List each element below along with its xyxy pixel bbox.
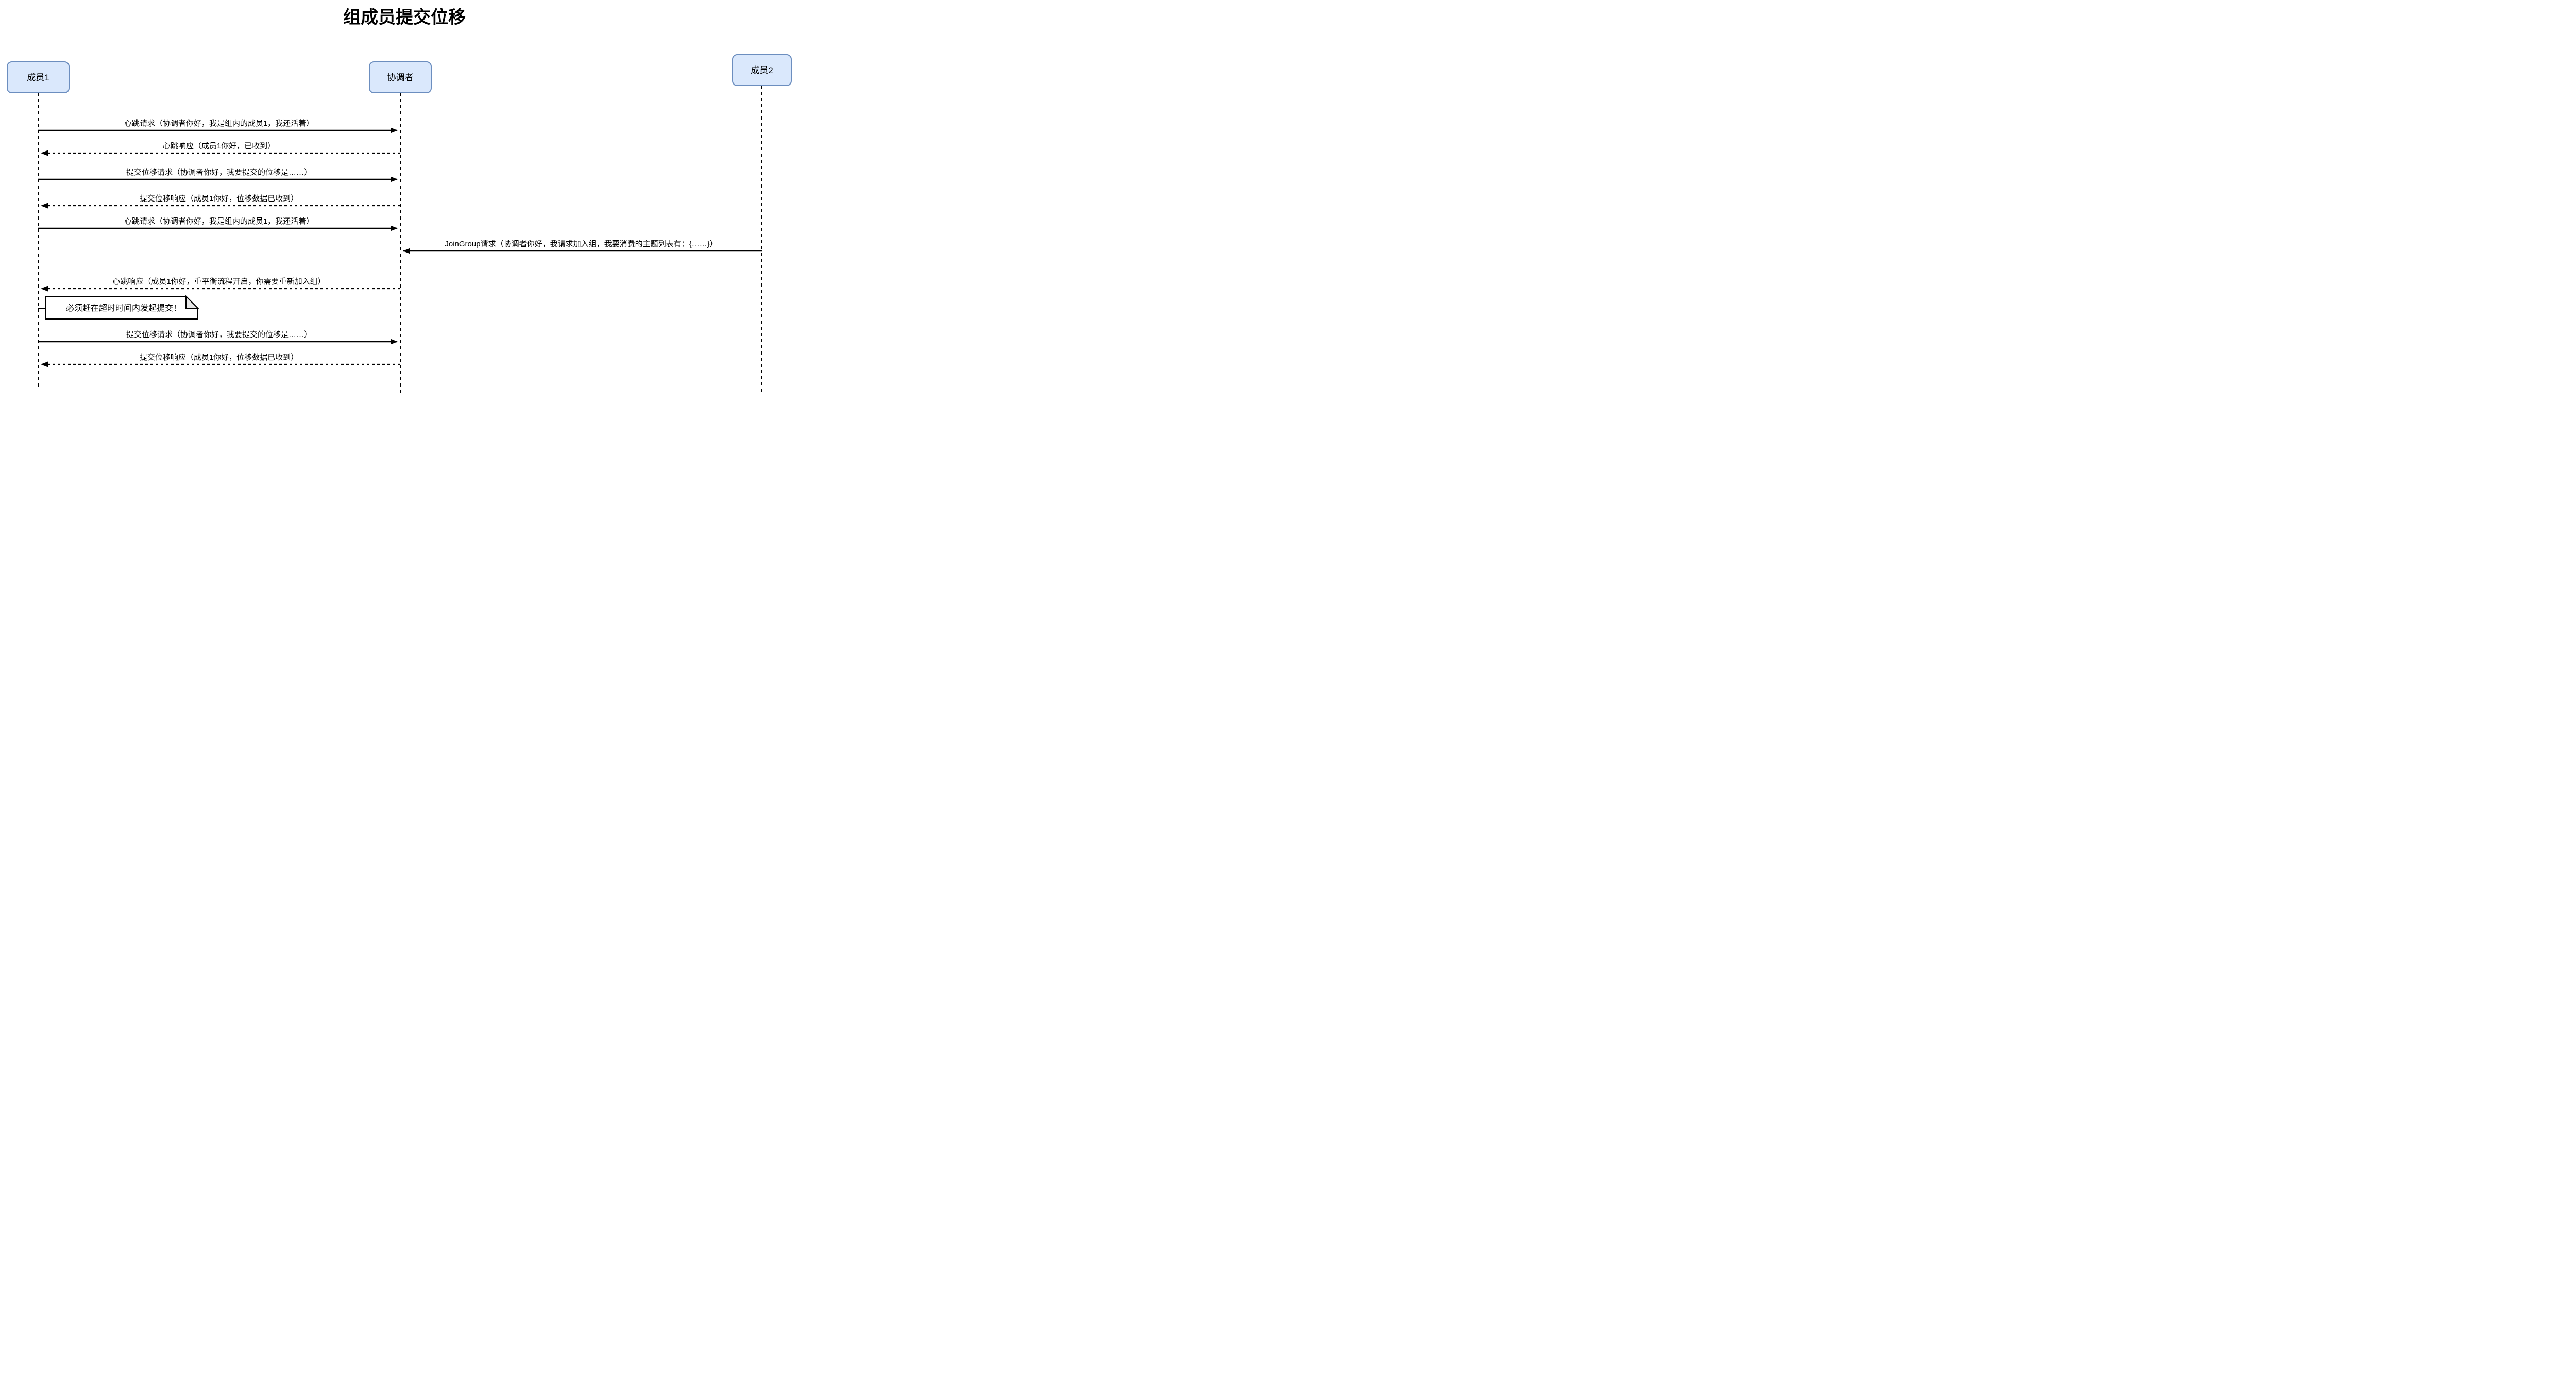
message-5: 心跳请求（协调者你好，我是组内的成员1，我还活着） — [38, 217, 398, 231]
message-1: 心跳请求（协调者你好，我是组内的成员1，我还活着） — [38, 119, 398, 133]
message-6: JoinGroup请求（协调者你好，我请求加入组，我要消费的主题列表有：{……}… — [403, 240, 762, 254]
message-label: JoinGroup请求（协调者你好，我请求加入组，我要消费的主题列表有：{……}… — [445, 240, 717, 248]
note-label: 必须赶在超时时间内发起提交！ — [66, 304, 181, 313]
actor-label-member1: 成员1 — [27, 73, 49, 82]
note-fold — [185, 295, 199, 309]
message-label: 心跳响应（成员1你好，重平衡流程开启，你需要重新加入组） — [112, 277, 325, 286]
diagram-title: 组成员提交位移 — [343, 7, 466, 27]
message-2: 心跳响应（成员1你好，已收到） — [41, 141, 400, 156]
message-8: 提交位移请求（协调者你好，我要提交的位移是……） — [38, 330, 398, 345]
message-label: 心跳请求（协调者你好，我是组内的成员1，我还活着） — [124, 217, 314, 226]
note-shape — [45, 296, 198, 320]
message-label: 提交位移请求（协调者你好，我要提交的位移是……） — [126, 167, 312, 177]
sequence-diagram-canvas: 组成员提交位移 成员1 协调者 成员2 心跳请求（协调者你好，我是组内的成员1，… — [0, 0, 809, 404]
message-label: 心跳请求（协调者你好，我是组内的成员1，我还活着） — [124, 119, 314, 128]
note: 必须赶在超时时间内发起提交！ — [38, 295, 199, 320]
actor-box-member2 — [732, 54, 792, 86]
actor-box-coordinator — [369, 61, 432, 93]
message-9: 提交位移响应（成员1你好，位移数据已收到） — [41, 353, 400, 367]
actor-coordinator: 协调者 — [369, 61, 432, 93]
message-label: 心跳响应（成员1你好，已收到） — [163, 141, 275, 150]
message-4: 提交位移响应（成员1你好，位移数据已收到） — [41, 194, 400, 209]
message-3: 提交位移请求（协调者你好，我要提交的位移是……） — [38, 167, 398, 182]
actor-member2: 成员2 — [732, 54, 792, 86]
message-7: 心跳响应（成员1你好，重平衡流程开启，你需要重新加入组） — [41, 277, 400, 292]
actor-box-member1 — [7, 61, 70, 93]
actor-label-coordinator: 协调者 — [387, 73, 414, 82]
actor-member1: 成员1 — [7, 61, 70, 93]
message-label: 提交位移请求（协调者你好，我要提交的位移是……） — [126, 330, 312, 339]
actor-label-member2: 成员2 — [751, 65, 773, 75]
sequence-diagram-svg: 组成员提交位移 成员1 协调者 成员2 心跳请求（协调者你好，我是组内的成员1，… — [7, 7, 792, 394]
message-label: 提交位移响应（成员1你好，位移数据已收到） — [140, 194, 298, 203]
message-label: 提交位移响应（成员1你好，位移数据已收到） — [140, 353, 298, 362]
